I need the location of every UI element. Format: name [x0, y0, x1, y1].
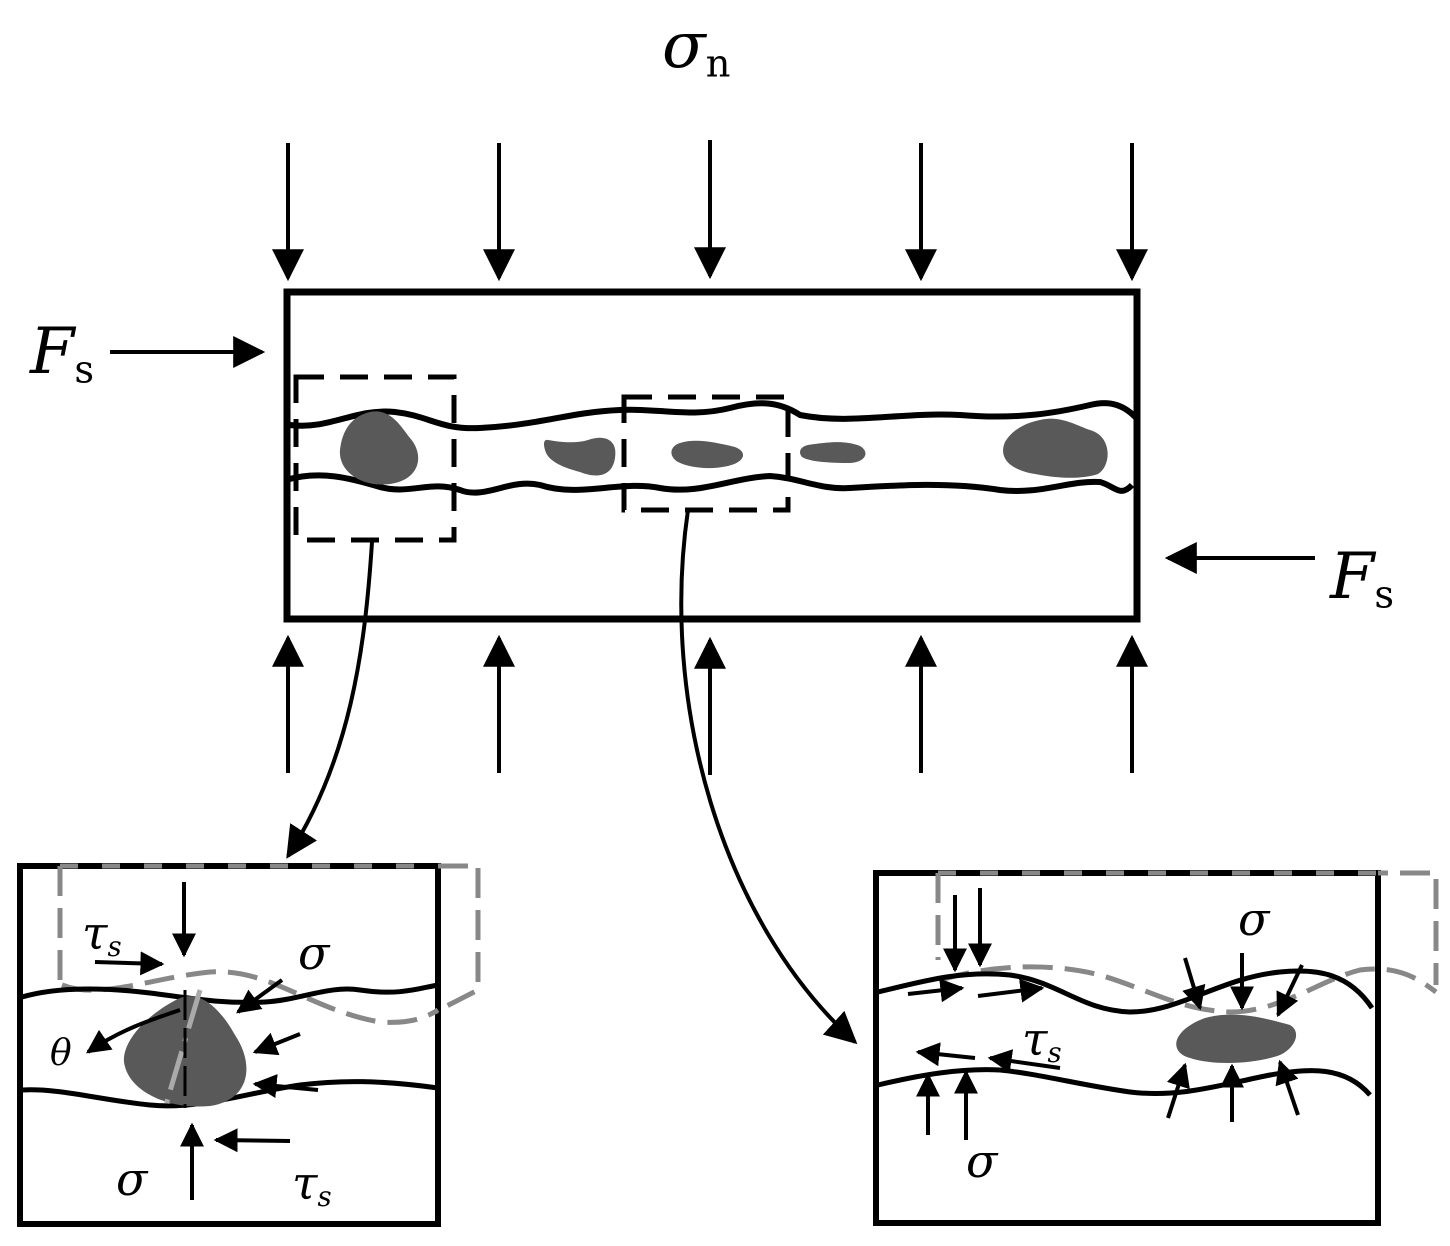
- left-particle-axis: [162, 989, 203, 1109]
- right-shear-stress-subscript: s: [1047, 1035, 1062, 1069]
- callout-connectors: [286, 509, 858, 1045]
- right-force-arrows: [907, 888, 1304, 1140]
- left-shear-stress-subscript-top: s: [107, 929, 122, 963]
- left-shear-stress-subscript-bottom: s: [317, 1179, 332, 1213]
- left-dashed-top-frame: [57, 863, 481, 1015]
- right-sigma-label-top: σ: [1238, 892, 1270, 946]
- right-shear-stress-symbol: τ: [1022, 1012, 1048, 1066]
- left-shear-stress-label-bottom: τs: [292, 1160, 332, 1210]
- joint-surfaces: [285, 400, 1141, 496]
- left-shifted-surface: [61, 969, 440, 1025]
- shear-force-symbol-left: F: [30, 315, 75, 389]
- left-force-arrows: [86, 882, 319, 1200]
- specimen-box: [283, 288, 1141, 623]
- left-sigma-label-bottom: σ: [116, 1152, 148, 1206]
- shear-force-arrows: [110, 336, 1315, 574]
- right-shifted-surface: [939, 964, 1438, 1015]
- left-sigma-label-top: σ: [298, 926, 330, 980]
- top-normal-arrows: [272, 140, 1148, 282]
- normal-stress-subscript: n: [705, 41, 731, 87]
- right-detail-panel: [873, 870, 1381, 1226]
- left-shear-stress-symbol-top: τ: [82, 906, 108, 960]
- bottom-normal-arrows: [272, 634, 1148, 775]
- right-shear-stress-label: τs: [1022, 1016, 1062, 1066]
- right-sigma-label-bottom: σ: [966, 1134, 998, 1188]
- shear-force-subscript-left: s: [74, 347, 95, 393]
- infill-particles: [339, 411, 1108, 485]
- left-theta-label: θ: [50, 1033, 72, 1074]
- shear-force-label-left: Fs: [30, 320, 94, 390]
- normal-stress-label: σn: [662, 14, 730, 84]
- normal-stress-symbol: σ: [662, 9, 706, 83]
- shear-force-symbol-right: F: [1330, 540, 1375, 614]
- right-particle: [1176, 1014, 1297, 1064]
- left-shear-stress-label-top: τs: [82, 910, 122, 960]
- shear-force-subscript-right: s: [1374, 572, 1395, 618]
- zoom-boxes: [293, 374, 791, 543]
- left-shear-stress-symbol-bottom: τ: [292, 1156, 318, 1210]
- right-dashed-top-frame: [935, 870, 1439, 985]
- shear-force-label-right: Fs: [1330, 545, 1394, 615]
